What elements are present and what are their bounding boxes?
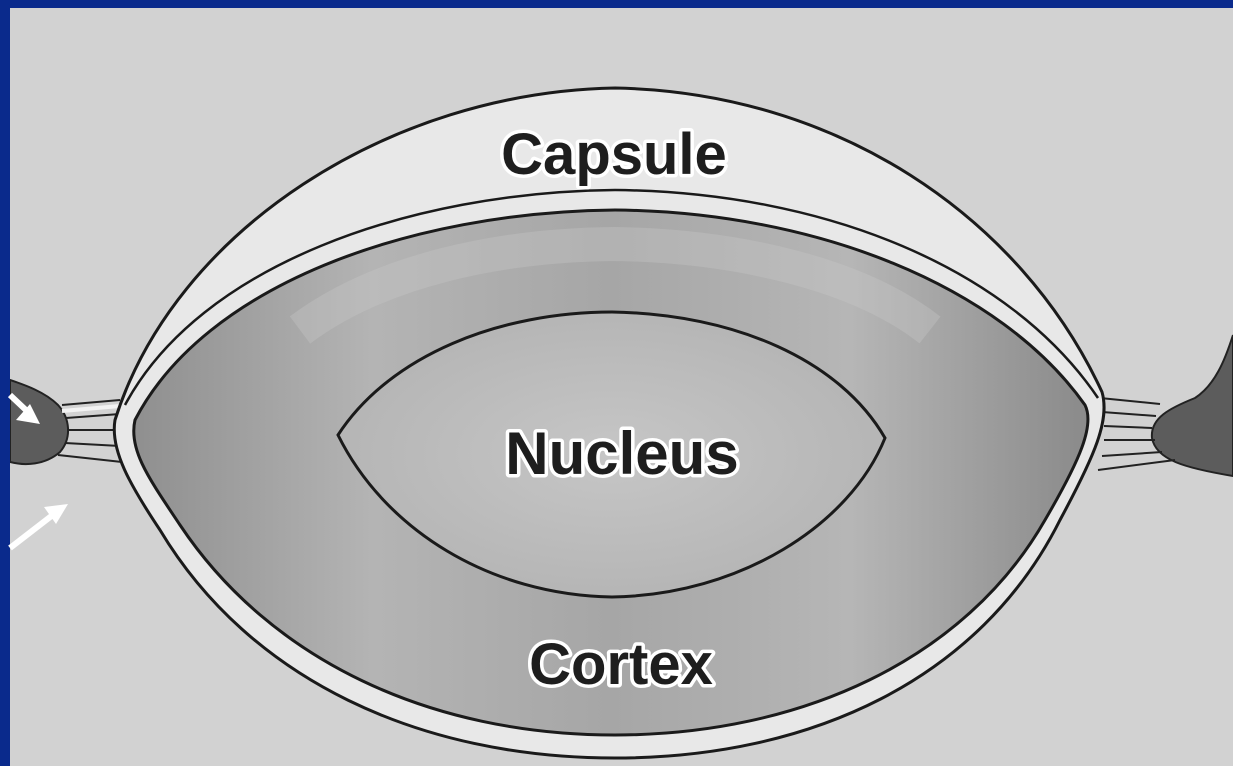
cortex-label: Cortex: [529, 632, 713, 697]
capsule-label: Capsule: [501, 122, 727, 187]
nucleus-label: Nucleus: [505, 420, 738, 487]
